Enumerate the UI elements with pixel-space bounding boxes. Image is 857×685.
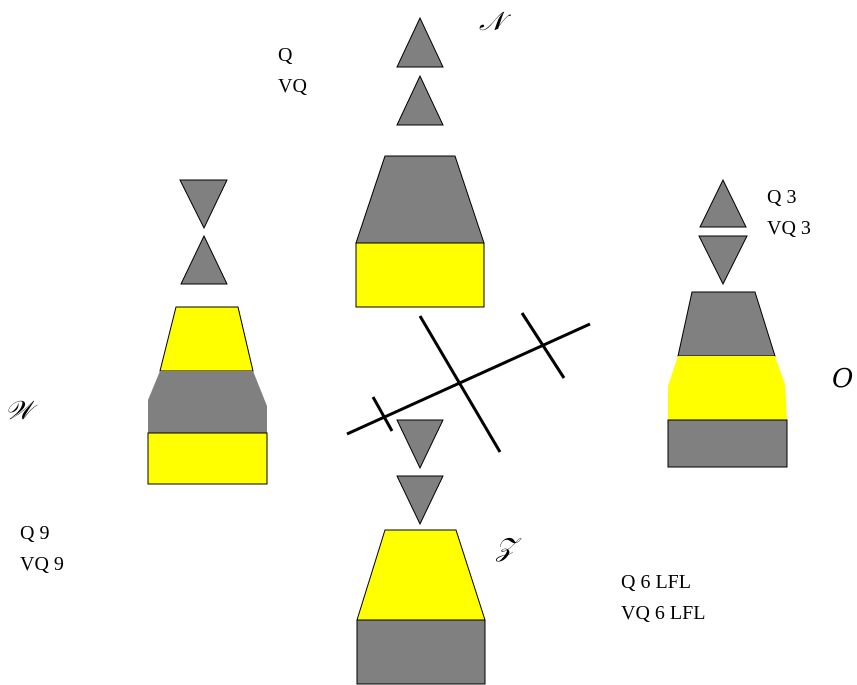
north-topmark-lower-cone [396,74,444,126]
east-topmark-upper-cone [699,178,747,228]
west-body-yellow-bottom [147,432,268,485]
west-body-yellow-top [159,306,254,372]
south-direction-label: 𝒵 [495,533,522,563]
cardinal-cross [346,312,591,453]
east-light-q: Q 3 [767,186,796,208]
south-body-yellow [356,529,486,621]
south-topmark-lower-cone [396,475,444,526]
north-direction-label: 𝒩 [479,7,512,37]
north-light-q: Q [278,44,293,66]
cross-left-tick [371,396,394,432]
east-topmark-lower-cone [698,235,748,286]
west-light-q: Q 9 [20,522,49,544]
cross-center-tick [418,315,502,453]
east-buoy [667,178,788,468]
south-topmark-upper-cone [396,419,444,470]
east-body-gray-top [677,291,776,357]
west-body-gray-band [148,371,267,433]
east-light-vq: VQ 3 [767,217,811,239]
south-light-q: Q 6 LFL [621,571,691,593]
south-body-gray [356,619,486,685]
east-body-yellow-band [668,356,787,420]
cross-main-line [346,322,591,436]
south-buoy [356,419,486,685]
west-topmark-upper-cone [179,179,228,230]
west-direction-label: 𝒲 [5,396,38,426]
north-light-vq: VQ [278,75,307,97]
west-light-vq: VQ 9 [20,553,64,575]
north-buoy [355,16,485,308]
east-body-gray-bottom [667,419,788,468]
north-topmark-upper-cone [396,16,444,68]
west-topmark-lower-cone [180,234,228,285]
north-body-gray [355,155,485,244]
east-direction-label: O [832,364,853,394]
north-body-yellow [355,242,485,308]
cross-right-tick [520,312,566,379]
west-buoy [147,179,268,485]
south-light-vq: VQ 6 LFL [621,602,705,624]
